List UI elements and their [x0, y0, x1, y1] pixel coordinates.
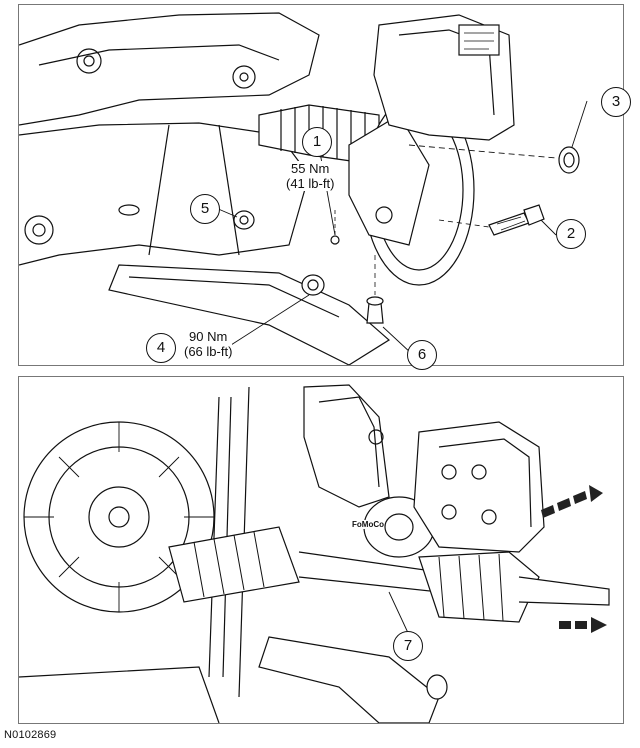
torque-imperial: (41 lb-ft): [286, 176, 335, 191]
callout-6: 6: [407, 340, 437, 370]
halfshaft-removal-drawing: [19, 384, 610, 723]
torque-spec-item-1: 55 Nm (41 lb-ft): [286, 161, 335, 191]
callout-2: 2: [556, 219, 586, 249]
bottom-illustration-panel: [18, 376, 624, 724]
callout-1: 1: [302, 127, 332, 157]
top-illustration-panel: [18, 4, 624, 366]
torque-imperial: (66 lb-ft): [184, 344, 233, 359]
torque-spec-item-4: 90 Nm (66 lb-ft): [184, 329, 233, 359]
figure-id: N0102869: [4, 729, 57, 741]
callout-5: 5: [190, 194, 220, 224]
torque-metric: 90 Nm: [189, 329, 228, 344]
caliper-marking-bottom: FoMoCo: [352, 520, 384, 529]
callout-7: 7: [393, 631, 423, 661]
torque-metric: 55 Nm: [291, 161, 330, 176]
callout-4: 4: [146, 333, 176, 363]
callout-3: 3: [601, 87, 631, 117]
front-suspension-hub-drawing: [19, 12, 588, 365]
